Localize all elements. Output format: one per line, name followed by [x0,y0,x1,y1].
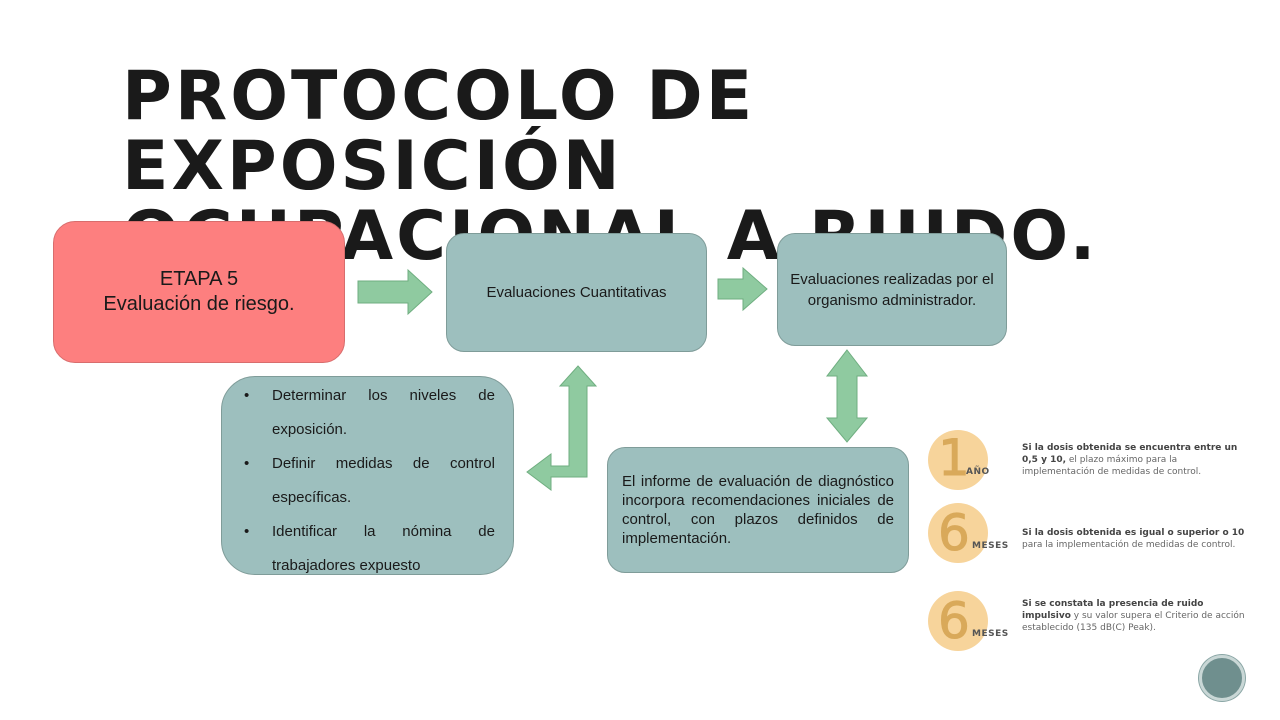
etapa-label: ETAPA 5 [159,268,239,290]
etapa-description: Evaluación de riesgo. [103,293,295,315]
plazo-6-meses-impulsivo: 6 MESES Si se constata la presencia de r… [928,588,1258,658]
plazo-1-ano: 1 AÑO Si la dosis obtenida se encuentra … [928,425,1258,495]
plazo-text: Si la dosis obtenida se encuentra entre … [1022,443,1238,477]
list-item: Identificar la nómina de trabajadores ex… [242,515,495,583]
evaluaciones-cuantitativas-box: Evaluaciones Cuantitativas [446,233,707,352]
plazo-unit: AÑO [966,467,990,477]
arrow-informe-to-acciones [526,365,598,491]
slide-title-line-1: PROTOCOLO DE EXPOSICIÓN [122,57,756,206]
etapa-box: ETAPA 5 Evaluación de riesgo. [53,221,345,363]
acciones-list: Determinar los niveles de exposición. De… [242,379,495,583]
evaluaciones-cuantitativas-text: Evaluaciones Cuantitativas [486,284,667,301]
list-item: Determinar los niveles de exposición. [242,379,495,447]
plazo-6-meses-dosis: 6 MESES Si la dosis obtenida es igual o … [928,500,1258,570]
arrow-cuantitativas-to-organismo [717,266,768,312]
informe-text: El informe de evaluación de diagnóstico … [622,473,894,547]
plazo-unit: MESES [972,629,1009,639]
organismo-administrador-box: Evaluaciones realizadas por el organismo… [777,233,1007,346]
plazo-text: Si la dosis obtenida es igual o superior… [1022,528,1245,550]
list-item: Definir medidas de control específicas. [242,447,495,515]
arrow-organismo-informe-bidirectional [825,349,869,443]
slide-nav-button[interactable] [1199,655,1245,701]
plazo-number: 1 [938,429,971,488]
plazo-text: Si se constata la presencia de ruido imp… [1022,599,1245,633]
acciones-box: Determinar los niveles de exposición. De… [221,376,514,575]
plazo-circle [928,591,988,651]
informe-box: El informe de evaluación de diagnóstico … [607,447,909,573]
arrow-etapa-to-cuantitativas [357,268,433,316]
plazo-number: 6 [938,504,971,563]
organismo-administrador-text: Evaluaciones realizadas por el organismo… [790,270,994,309]
plazo-unit: MESES [972,541,1009,551]
plazo-circle [928,430,988,490]
plazo-circle [928,503,988,563]
plazo-number: 6 [938,592,971,651]
